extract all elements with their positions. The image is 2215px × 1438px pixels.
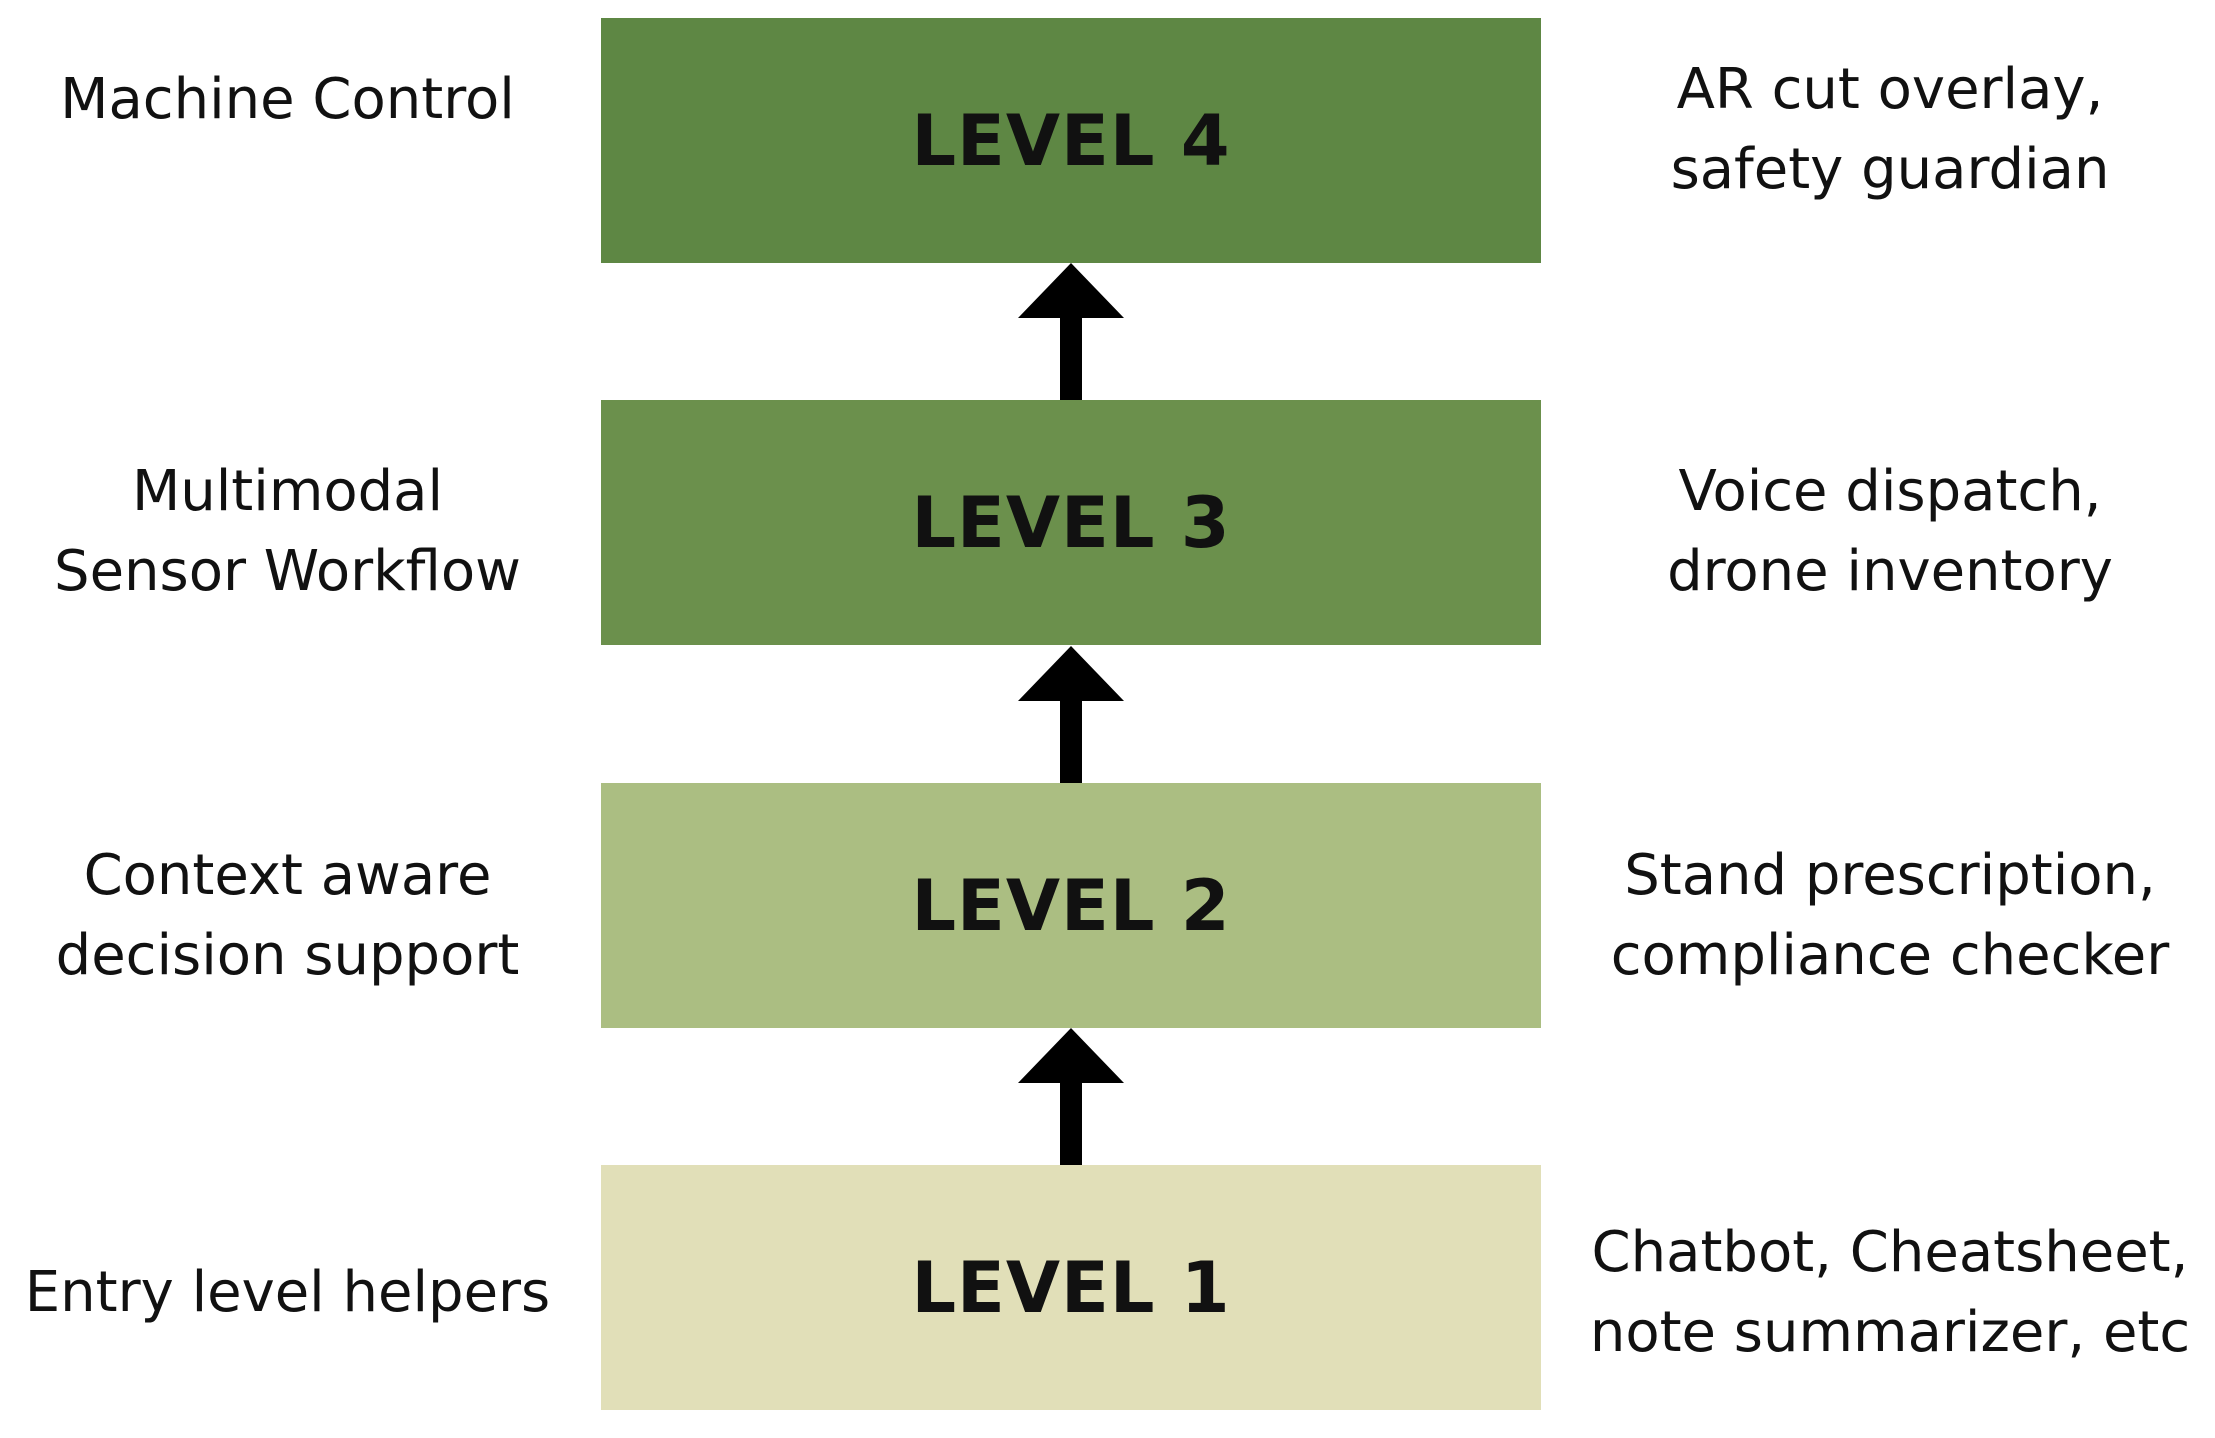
level-3-left-line-1: Multimodal — [131, 459, 444, 524]
level-1-right-line-1: Chatbot, Cheatsheet, — [1591, 1220, 2189, 1285]
level-4-left-description: Machine Control — [0, 40, 575, 160]
level-4-right-line-2: safety guardian — [1670, 137, 2110, 202]
level-2-right-description: Stand prescription, compliance checker — [1570, 826, 2210, 1006]
level-3-right-description: Voice dispatch, drone inventory — [1570, 442, 2210, 622]
level-1-right-description: Chatbot, Cheatsheet, note summarizer, et… — [1570, 1203, 2210, 1383]
level-1-right-line-2: note summarizer, etc — [1589, 1300, 2191, 1365]
arrow-up-icon — [1018, 263, 1124, 400]
level-4-left-line-1: Machine Control — [60, 67, 515, 132]
level-3-box: LEVEL 3 — [601, 400, 1541, 645]
level-1-label: LEVEL 1 — [911, 1246, 1231, 1329]
level-3-label: LEVEL 3 — [911, 481, 1231, 564]
level-4-right-description: AR cut overlay, safety guardian — [1570, 40, 2210, 220]
level-4-box: LEVEL 4 — [601, 18, 1541, 263]
level-2-label: LEVEL 2 — [911, 864, 1231, 947]
level-2-left-line-2: decision support — [55, 923, 520, 988]
level-3-right-line-1: Voice dispatch, — [1678, 459, 2102, 524]
level-2-right-line-1: Stand prescription, — [1624, 843, 2156, 908]
arrow-up-icon — [1018, 646, 1124, 783]
level-3-left-line-2: Sensor Workflow — [54, 539, 521, 604]
level-3-right-line-2: drone inventory — [1667, 539, 2113, 604]
level-3-left-description: Multimodal Sensor Workflow — [0, 442, 575, 622]
level-1-box: LEVEL 1 — [601, 1165, 1541, 1410]
level-1-left-description: Entry level helpers — [0, 1233, 575, 1353]
level-4-right-line-1: AR cut overlay, — [1676, 57, 2104, 122]
level-2-left-description: Context aware decision support — [0, 826, 575, 1006]
level-1-left-line-1: Entry level helpers — [24, 1260, 551, 1325]
level-2-right-line-2: compliance checker — [1610, 923, 2170, 988]
level-4-label: LEVEL 4 — [911, 99, 1231, 182]
level-2-left-line-1: Context aware — [83, 843, 492, 908]
arrow-up-icon — [1018, 1028, 1124, 1165]
level-2-box: LEVEL 2 — [601, 783, 1541, 1028]
